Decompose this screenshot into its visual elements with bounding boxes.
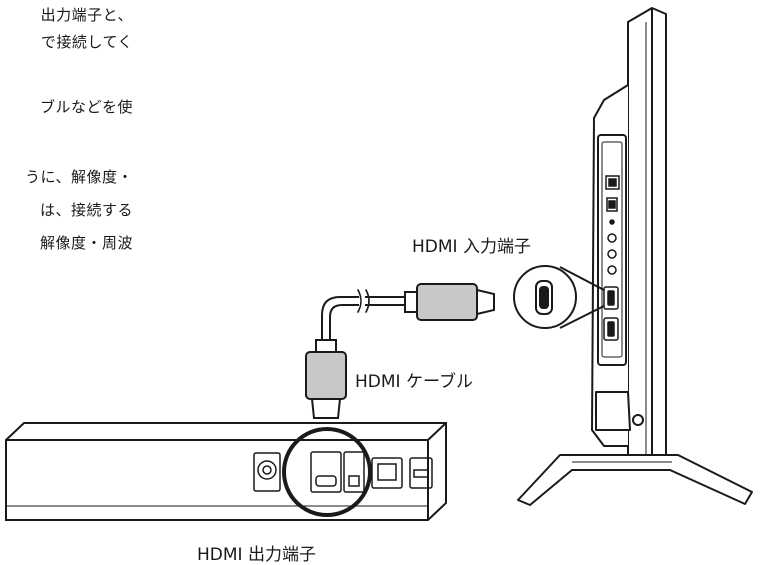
hdmi-cable xyxy=(305,283,495,419)
instruction-line-2: で接続してく xyxy=(40,33,133,51)
instruction-line-6: 解像度・周波 xyxy=(39,234,133,252)
instruction-line-3: ブルなどを使 xyxy=(39,98,133,116)
instruction-line-4: うに、解像度・ xyxy=(24,168,133,186)
instruction-line-5: は、接続する xyxy=(39,201,133,219)
hdmi-input-callout xyxy=(513,265,605,329)
tv-ports xyxy=(603,175,620,341)
hdmi-input-label: HDMI 入力端子 xyxy=(412,237,531,257)
hdmi-cable-label: HDMI ケーブル xyxy=(355,372,473,392)
hdmi-output-highlight-circle xyxy=(282,427,372,517)
instruction-line-1: 出力端子と、 xyxy=(40,6,133,24)
player-ports xyxy=(253,451,433,493)
player-device xyxy=(5,422,447,521)
tv-side-view xyxy=(517,7,753,506)
hdmi-output-label: HDMI 出力端子 xyxy=(197,545,316,565)
